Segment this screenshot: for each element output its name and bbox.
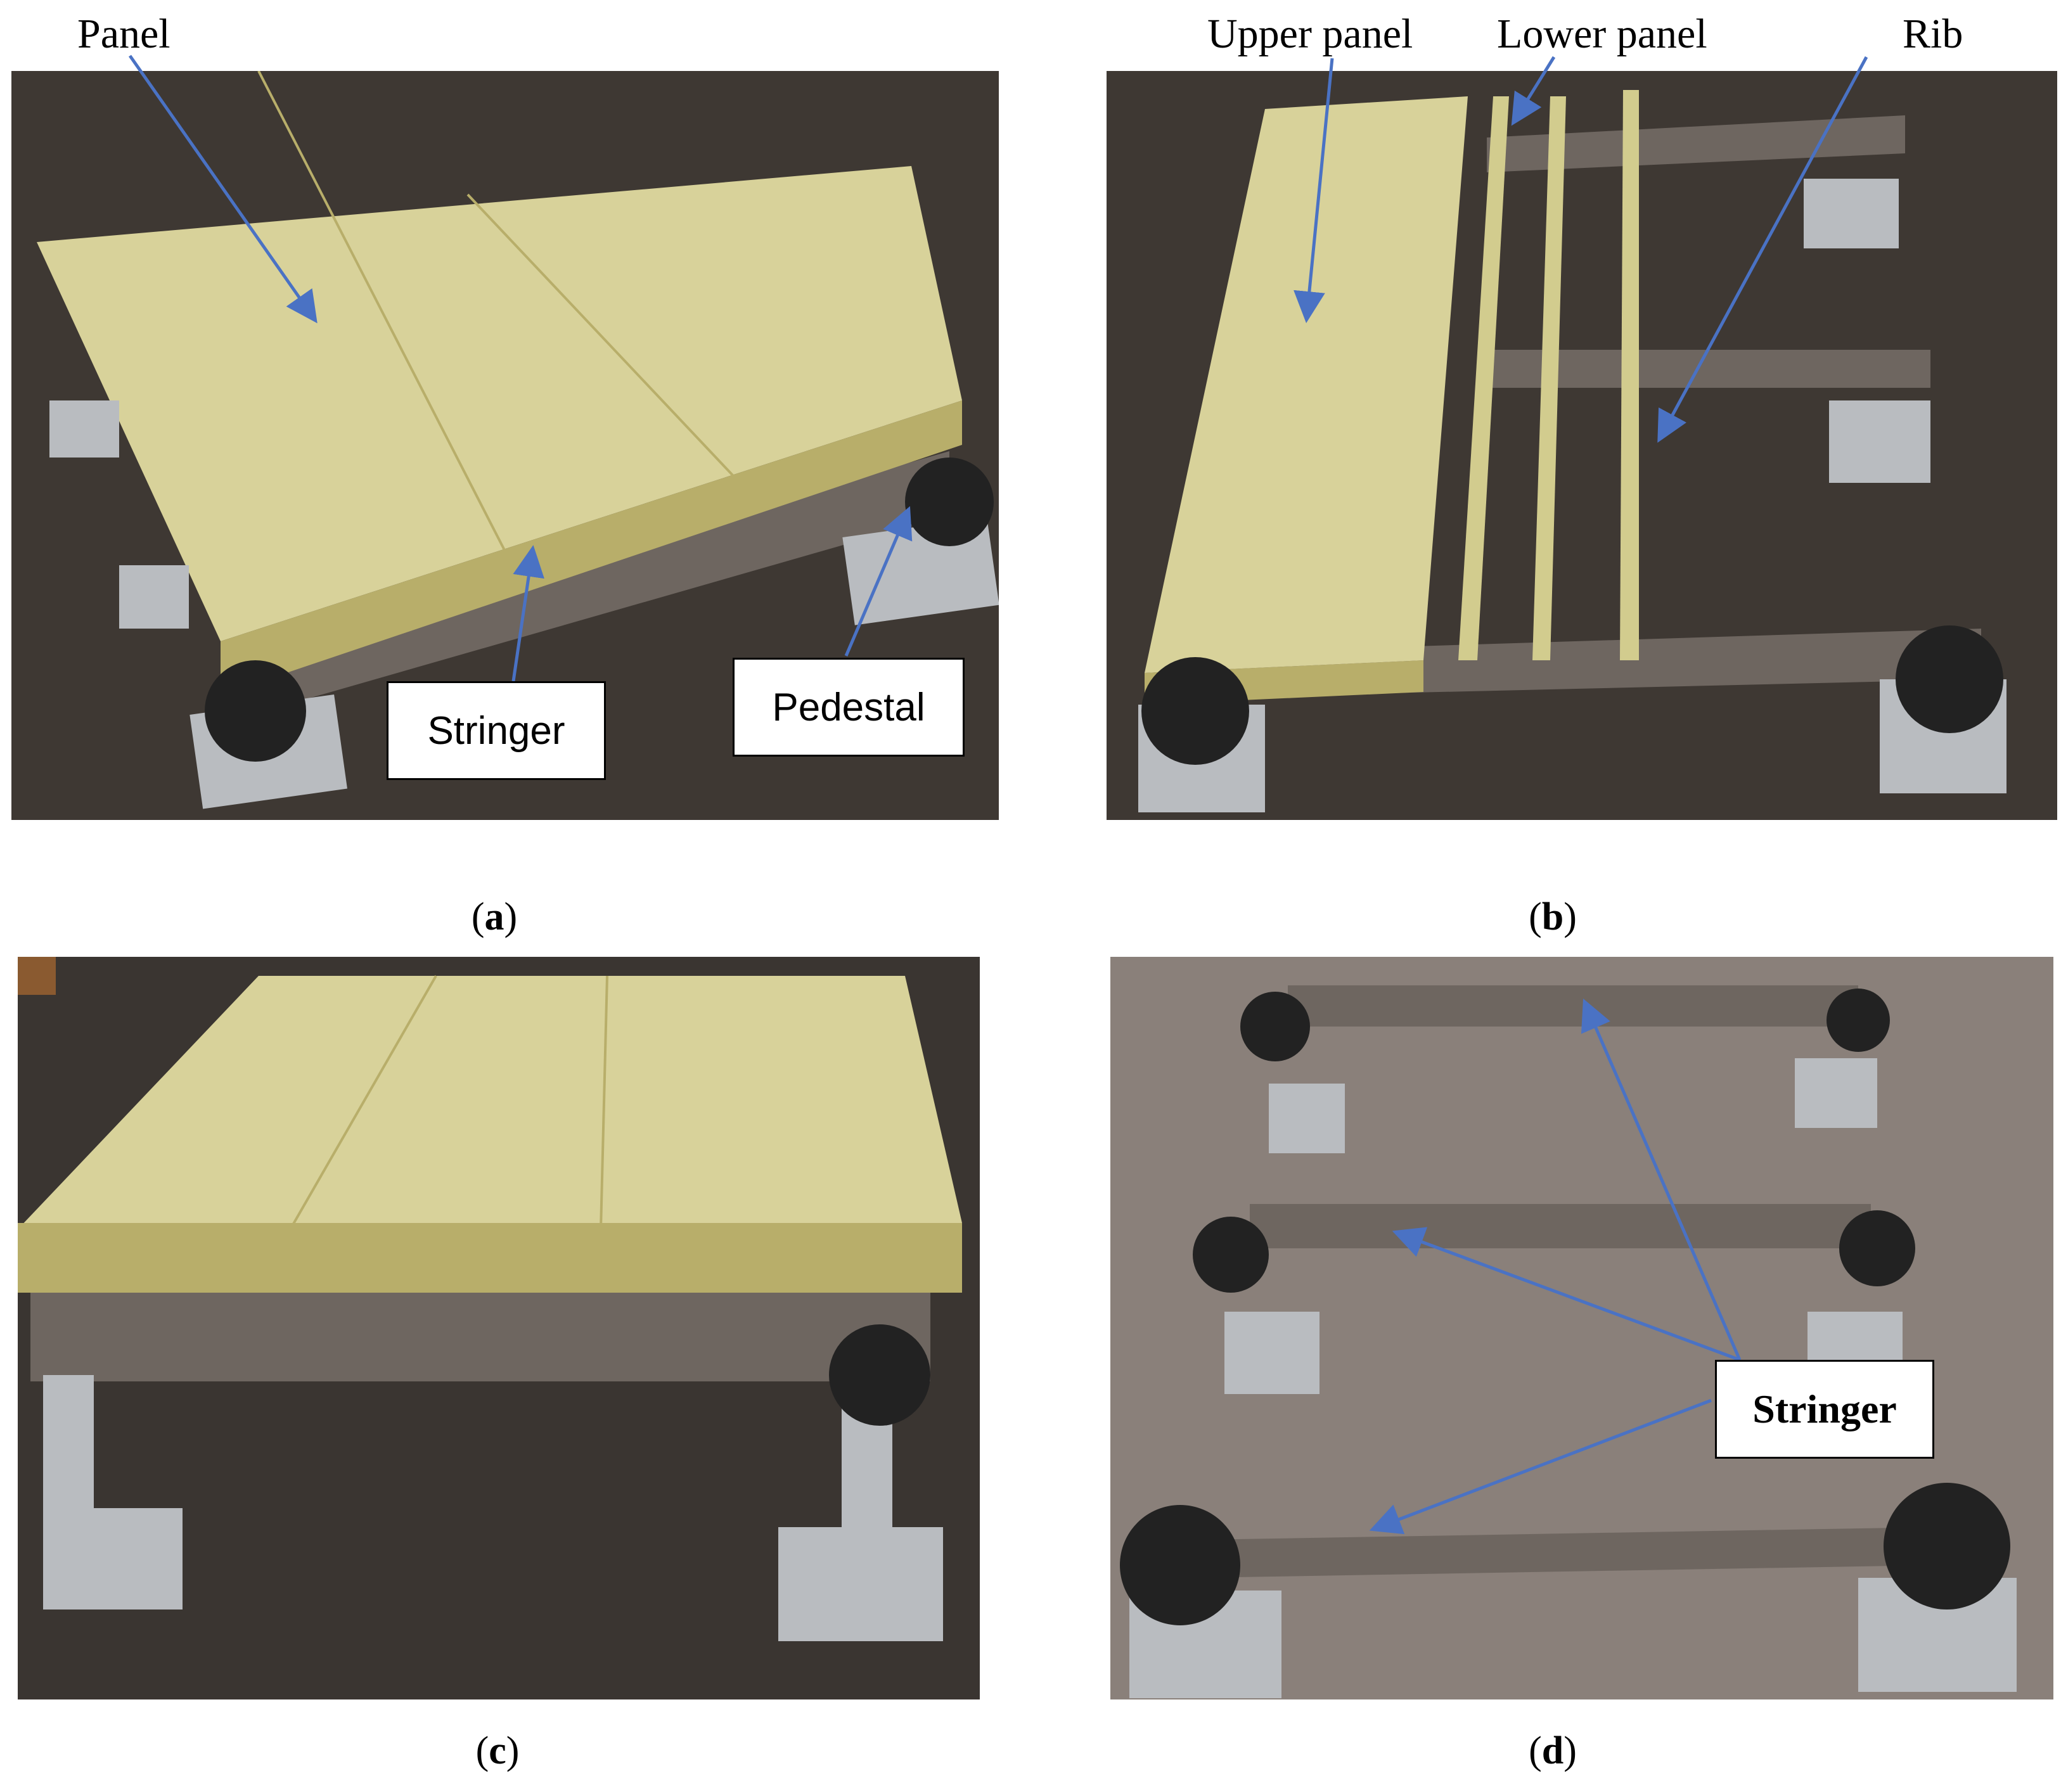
caption-a: (a) — [471, 895, 518, 938]
stringer-beam — [30, 1293, 930, 1381]
pedestal-head — [205, 660, 306, 762]
pedestal-head — [829, 1324, 930, 1426]
label-panel: Panel — [77, 11, 170, 57]
pedestal-base — [1795, 1058, 1877, 1128]
pedestal-head — [1884, 1483, 2010, 1610]
pedestal-head — [1827, 989, 1890, 1052]
deck-front-edge — [18, 1223, 962, 1293]
label-pedestal: Pedestal — [772, 685, 925, 729]
label-stringer-d-box: Stringer — [1715, 1360, 1934, 1459]
deck-front-edge — [221, 400, 962, 695]
pedestal-head — [1193, 1217, 1269, 1293]
caption-c: (c) — [475, 1729, 520, 1772]
pedestal-head — [1120, 1505, 1240, 1625]
lower-panel-rib — [1458, 96, 1509, 660]
pedestal-base — [1224, 1312, 1319, 1394]
pedestal-base — [1269, 1084, 1345, 1153]
photo-d-image — [1110, 957, 2053, 1699]
label-stringer-d: Stringer — [1752, 1386, 1897, 1431]
pedestal-base — [1829, 400, 1930, 483]
pedestal-base — [778, 1527, 943, 1641]
photo-c — [18, 957, 980, 1699]
label-rib: Rib — [1903, 11, 1963, 57]
label-lower-panel: Lower panel — [1497, 11, 1707, 57]
deck-panel-top — [18, 976, 962, 1229]
stringer-beam — [1288, 985, 1858, 1027]
caption-d: (d) — [1529, 1729, 1577, 1772]
panel-seam — [466, 193, 735, 478]
stringer-beam — [221, 451, 949, 724]
photo-b — [1107, 71, 2057, 820]
lower-panel-rib — [1532, 96, 1566, 660]
label-pedestal-box: Pedestal — [733, 658, 965, 757]
panel-seam — [289, 975, 437, 1230]
lower-panel-rib — [1620, 90, 1639, 660]
label-stringer-box: Stringer — [387, 681, 606, 780]
pedestal-head — [1141, 657, 1249, 765]
furniture-corner — [18, 957, 56, 995]
caption-b: (b) — [1529, 895, 1577, 938]
pedestal-base — [43, 1508, 183, 1610]
upper-panel — [1145, 96, 1468, 673]
stringer-beam — [1250, 1204, 1871, 1248]
pedestal-head — [1839, 1210, 1915, 1286]
photo-b-image — [1107, 71, 2057, 820]
photo-c-image — [18, 957, 980, 1699]
pedestal-head — [1896, 625, 2003, 733]
pedestal-head — [1240, 992, 1310, 1061]
panel-seam — [600, 975, 608, 1230]
label-upper-panel: Upper panel — [1207, 11, 1413, 57]
pedestal-base — [119, 565, 189, 629]
pedestal-base — [49, 400, 119, 458]
photo-d — [1110, 957, 2053, 1699]
label-stringer: Stringer — [427, 708, 565, 753]
pedestal-base — [1804, 179, 1899, 248]
stringer-beam — [1199, 1527, 1934, 1578]
pedestal-head — [905, 458, 994, 546]
